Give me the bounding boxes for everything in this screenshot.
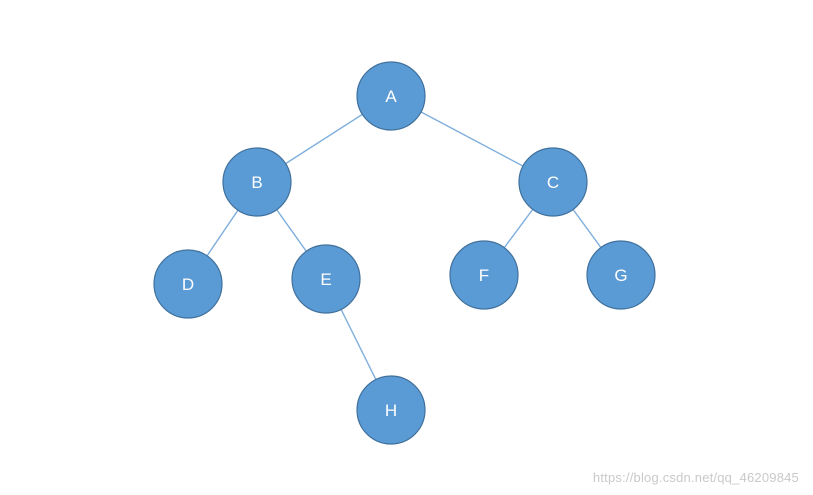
tree-node-f: F (449, 240, 519, 310)
node-label-f: F (479, 266, 489, 285)
node-label-d: D (182, 275, 194, 294)
tree-node-g: G (586, 240, 656, 310)
node-circle-a (356, 61, 426, 131)
tree-node-e: E (291, 244, 361, 314)
tree-node-c: C (518, 147, 588, 217)
tree-node-h: H (356, 375, 426, 445)
node-label-b: B (251, 173, 262, 192)
node-label-g: G (614, 266, 627, 285)
node-label-c: C (547, 173, 559, 192)
node-circle-g (586, 240, 656, 310)
node-layer: A B C D E F G H (153, 61, 656, 445)
tree-node-a: A (356, 61, 426, 131)
tree-node-d: D (153, 249, 223, 319)
watermark: https://blog.csdn.net/qq_46209845 (592, 470, 799, 485)
node-circle-h (356, 375, 426, 445)
node-circle-c (518, 147, 588, 217)
node-circle-d (153, 249, 223, 319)
node-circle-b (222, 147, 292, 217)
edge-layer (187, 95, 622, 411)
node-label-a: A (385, 87, 397, 106)
node-circle-e (291, 244, 361, 314)
tree-node-b: B (222, 147, 292, 217)
node-label-h: H (385, 401, 397, 420)
node-circle-f (449, 240, 519, 310)
node-label-e: E (320, 270, 331, 289)
